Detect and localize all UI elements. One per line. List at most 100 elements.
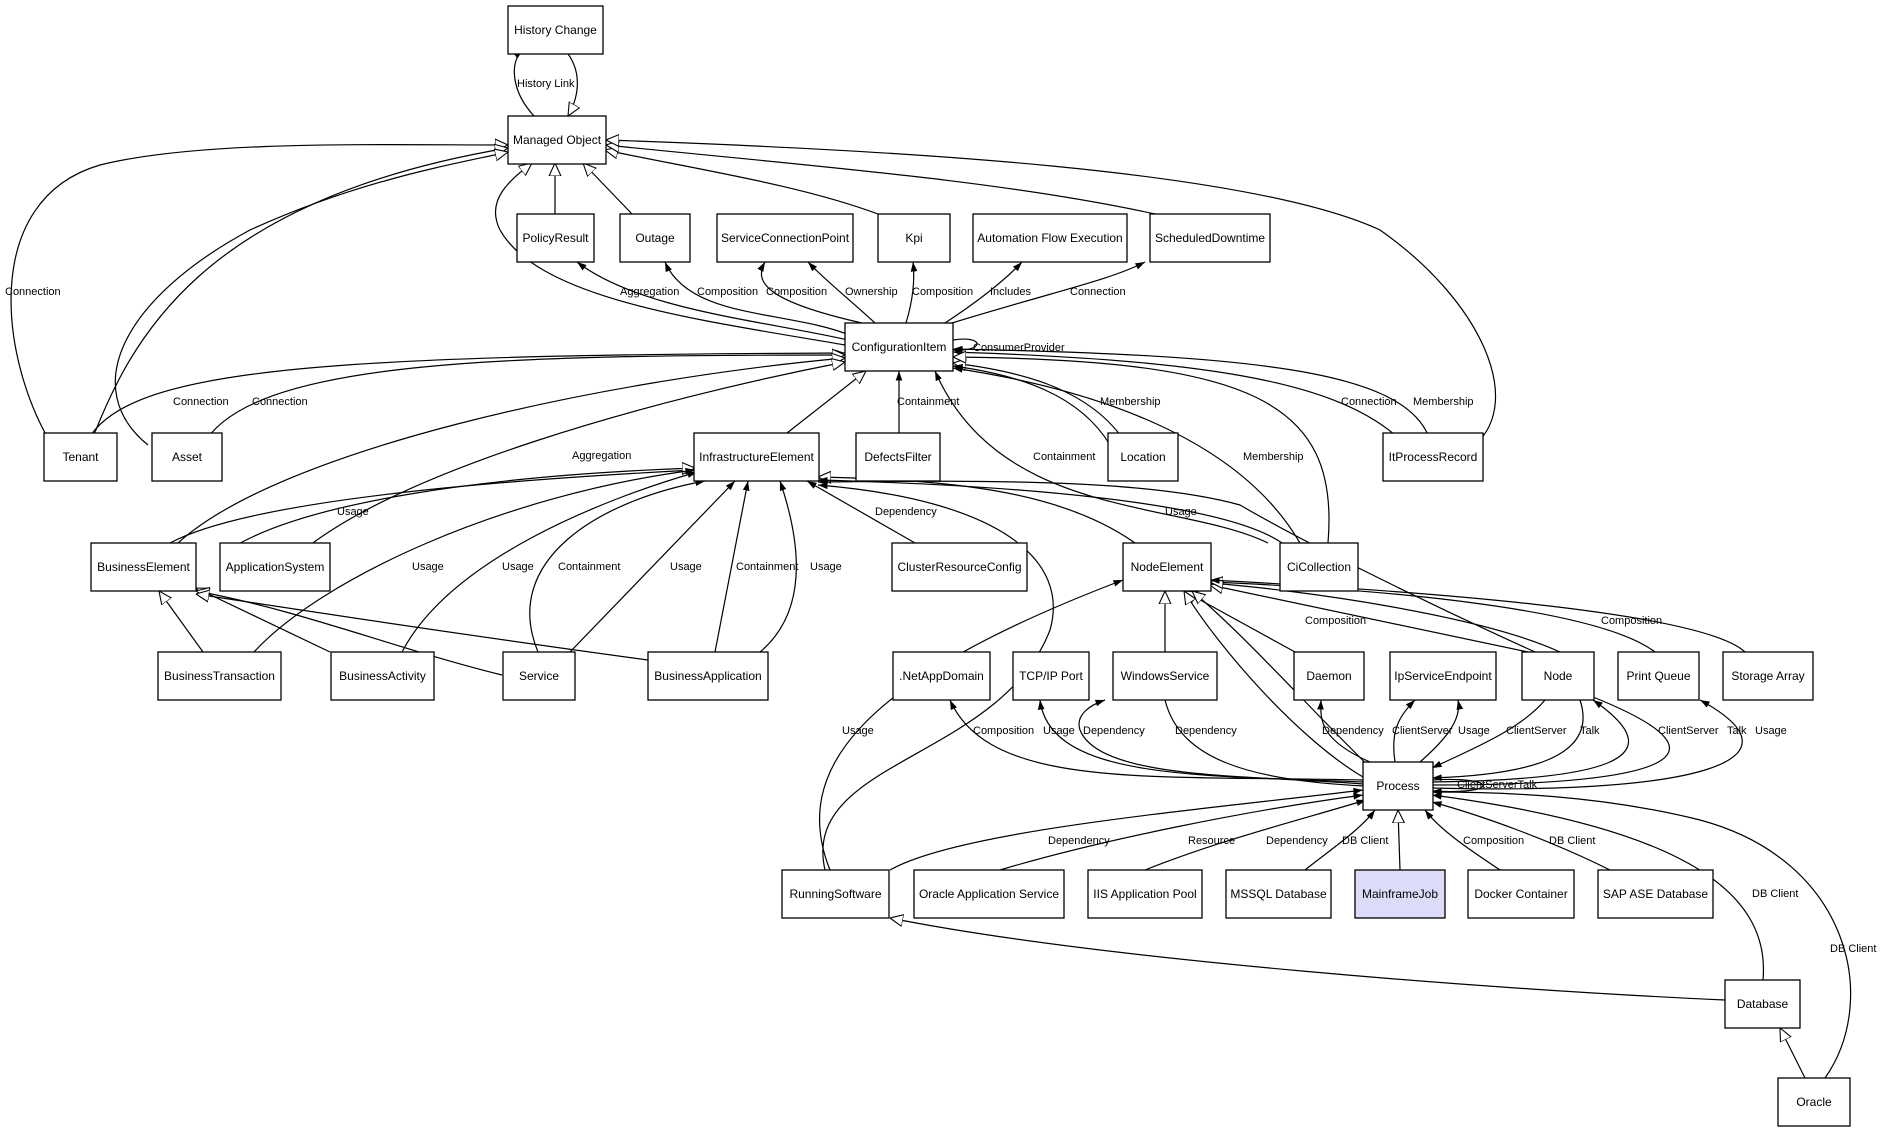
edge-ci-scp-own: [807, 261, 876, 324]
node-business-application[interactable]: BusinessApplication: [647, 651, 769, 701]
node-label: Daemon: [1306, 669, 1351, 683]
edge-label-usage-biztx: Usage: [412, 561, 444, 573]
edge-label-tenant-connection: Connection: [5, 286, 61, 298]
node-policy-result[interactable]: PolicyResult: [516, 213, 595, 263]
edge-label-dbclient-mssql: DB Client: [1342, 835, 1388, 847]
node-label: BusinessApplication: [654, 669, 761, 683]
node-business-element[interactable]: BusinessElement: [90, 542, 197, 592]
edge-label-membership-itpr: Membership: [1413, 396, 1474, 408]
edge-ci-scp-comp: [757, 261, 863, 324]
edge-process-nodeel2: [1192, 591, 1381, 778]
node-sap-ase-database[interactable]: SAP ASE Database: [1597, 869, 1714, 919]
node-label: Print Queue: [1626, 669, 1690, 683]
node-daemon[interactable]: Daemon: [1293, 651, 1365, 701]
node-mainframe-job[interactable]: MainframeJob: [1354, 869, 1446, 919]
node-node-element[interactable]: NodeElement: [1122, 542, 1212, 592]
node-label: Docker Container: [1474, 887, 1567, 901]
node-infrastructure-element[interactable]: InfrastructureElement: [693, 432, 820, 482]
node-it-process-record[interactable]: ItProcessRecord: [1382, 432, 1484, 482]
node-process[interactable]: Process: [1362, 761, 1434, 811]
node-windows-service[interactable]: WindowsService: [1112, 651, 1218, 701]
node-mssql-database[interactable]: MSSQL Database: [1225, 869, 1332, 919]
edge-label-dependency-winsvc-b: Dependency: [1175, 725, 1237, 737]
edge-mainframe-process: [1398, 810, 1400, 871]
edge-process-node-cs: [1431, 699, 1630, 783]
edge-bizel-infra: [169, 467, 696, 544]
edge-label-clientserver-ipse: ClientServer: [1392, 725, 1453, 737]
edge-label-consumer-provider: ConsumerProvider: [973, 342, 1065, 354]
node-label: ConfigurationItem: [852, 340, 947, 354]
node-print-queue[interactable]: Print Queue: [1617, 651, 1700, 701]
node-configuration-item[interactable]: ConfigurationItem: [844, 322, 954, 372]
node-label: ApplicationSystem: [226, 560, 325, 574]
edge-label-containment-defects: Containment: [897, 396, 959, 408]
node-label: BusinessActivity: [339, 669, 426, 683]
node-running-software[interactable]: RunningSoftware: [781, 869, 890, 919]
edge-process-ipse-cs: [1393, 699, 1416, 763]
node-oracle-application-service[interactable]: Oracle Application Service: [913, 869, 1065, 919]
node-oracle[interactable]: Oracle: [1777, 1077, 1851, 1127]
edge-sched-mo: [606, 145, 1156, 215]
edge-label-dependency-winsvc-a: Dependency: [1083, 725, 1145, 737]
node-history-change[interactable]: History Change: [507, 5, 604, 55]
edge-label-composition-netapp: Composition: [973, 725, 1034, 737]
edge-ci-kpi: [905, 261, 918, 324]
node-cluster-resource-config[interactable]: ClusterResourceConfig: [891, 542, 1028, 592]
edge-label-containment-cicoll: Containment: [1033, 451, 1095, 463]
node-iis-application-pool[interactable]: IIS Application Pool: [1087, 869, 1203, 919]
node-database[interactable]: Database: [1724, 979, 1801, 1029]
edge-node-process-cs: [1431, 699, 1546, 769]
edge-history-link-down: [564, 49, 577, 116]
edge-node-nodeel-comp: [1209, 580, 1561, 653]
edge-label-talk-node: Talk: [1580, 725, 1600, 737]
node-scheduled-downtime[interactable]: ScheduledDowntime: [1149, 213, 1271, 263]
node-business-activity[interactable]: BusinessActivity: [330, 651, 435, 701]
node-asset[interactable]: Asset: [151, 432, 223, 482]
edge-service-bizel: [196, 591, 503, 676]
edge-itpr-mo: [606, 140, 1497, 446]
edge-outage-mo: [583, 163, 633, 215]
edge-label-usage-ipse: Usage: [1458, 725, 1490, 737]
node-location[interactable]: Location: [1107, 432, 1179, 482]
edge-ci-outage: [664, 261, 853, 337]
edge-label-composition-docker: Composition: [1463, 835, 1524, 847]
edge-sapase-process: [1431, 801, 1611, 871]
node-ip-service-endpoint[interactable]: IpServiceEndpoint: [1389, 651, 1497, 701]
node-label: Managed Object: [513, 133, 602, 147]
node-defects-filter[interactable]: DefectsFilter: [855, 432, 941, 482]
node-node[interactable]: Node: [1521, 651, 1595, 701]
node-service-connection-point[interactable]: ServiceConnectionPoint: [716, 213, 854, 263]
node-label: TCP/IP Port: [1019, 669, 1083, 683]
edge-itpr-ci-mem: [952, 345, 1429, 436]
node-tenant[interactable]: Tenant: [43, 432, 118, 482]
node-label: Oracle Application Service: [919, 887, 1059, 901]
node-net-app-domain[interactable]: .NetAppDomain: [892, 651, 991, 701]
edge-label-history-link: History Link: [517, 78, 575, 90]
node-label: ItProcessRecord: [1389, 450, 1478, 464]
node-kpi[interactable]: Kpi: [877, 213, 951, 263]
node-service[interactable]: Service: [502, 651, 576, 701]
edge-process-winsvc-a: [1078, 699, 1364, 785]
node-label: Database: [1737, 997, 1789, 1011]
node-tcp-ip-port[interactable]: TCP/IP Port: [1012, 651, 1090, 701]
edge-service-infra-cont: [529, 479, 706, 653]
edges: [10, 49, 1852, 1079]
edge-label-dependency-runsw: Dependency: [1048, 835, 1110, 847]
nodes: History Change Managed Object PolicyResu…: [43, 5, 1851, 1127]
edge-oracle-database: [1780, 1028, 1806, 1079]
node-docker-container[interactable]: Docker Container: [1467, 869, 1575, 919]
edge-ci-mo: [494, 163, 846, 346]
node-ci-collection[interactable]: CiCollection: [1279, 542, 1359, 592]
edge-label-composition-scp: Composition: [766, 286, 827, 298]
node-label: Storage Array: [1731, 669, 1804, 683]
node-application-system[interactable]: ApplicationSystem: [219, 542, 331, 592]
node-storage-array[interactable]: Storage Array: [1722, 651, 1814, 701]
node-outage[interactable]: Outage: [619, 213, 691, 263]
edge-label-membership-location: Membership: [1100, 396, 1161, 408]
edge-cicoll-ci-tri: [953, 357, 1330, 544]
node-business-transaction[interactable]: BusinessTransaction: [157, 651, 282, 701]
node-managed-object[interactable]: Managed Object: [507, 115, 607, 165]
node-automation-flow-execution[interactable]: Automation Flow Execution: [972, 213, 1128, 263]
node-label: RunningSoftware: [789, 887, 881, 901]
edge-label-connection-asset: Connection: [252, 396, 308, 408]
